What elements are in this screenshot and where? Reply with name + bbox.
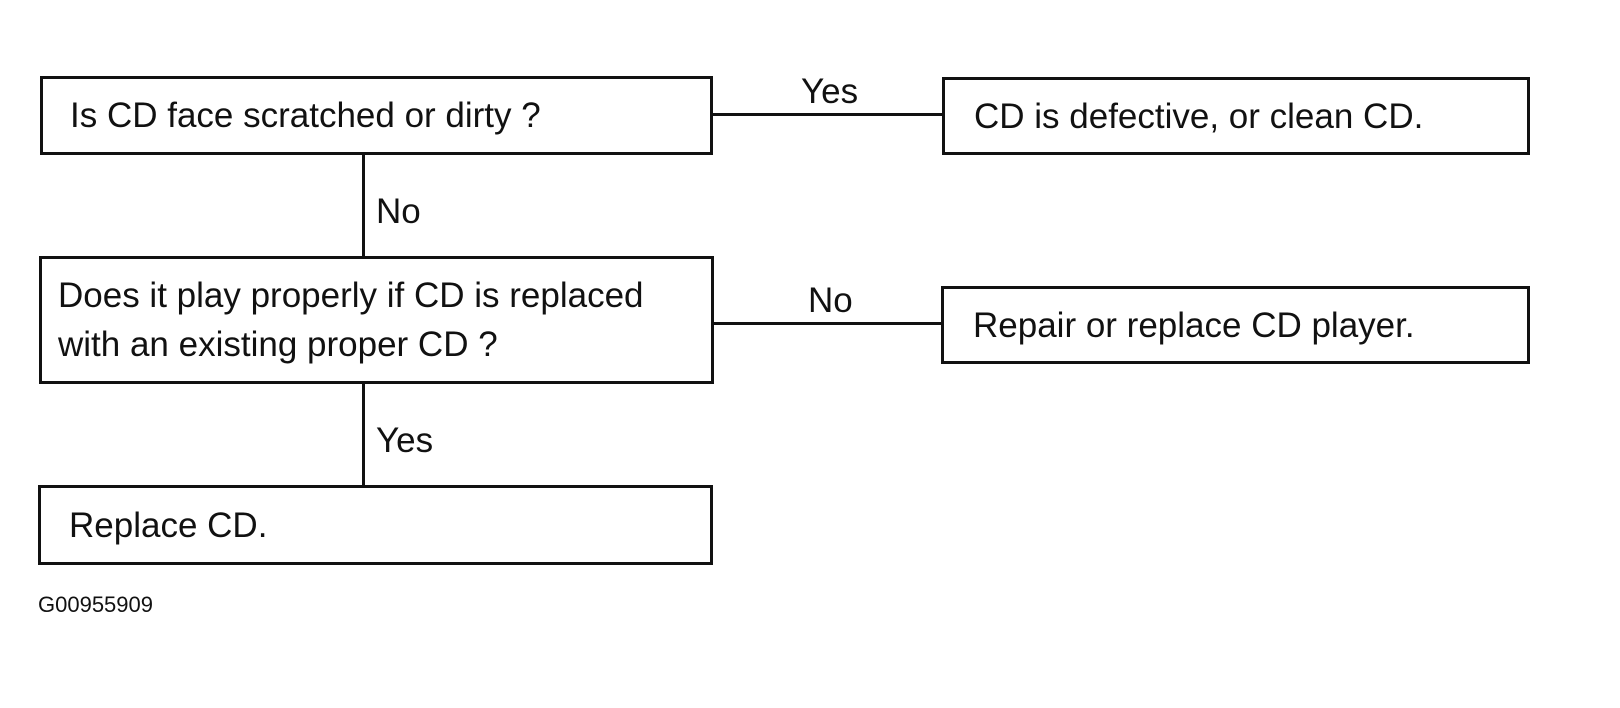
connector-q1-to-q2 — [362, 155, 365, 256]
edge-label-no-q2-r2: No — [808, 281, 853, 320]
decision-box-play-properly-text: Does it play properly if CD is replaced … — [58, 271, 644, 369]
result-box-repair-player: Repair or replace CD player. — [941, 286, 1530, 364]
edge-label-no-q1-q2: No — [376, 192, 421, 231]
decision-box-cd-face-text: Is CD face scratched or dirty ? — [70, 96, 541, 135]
result-box-replace-cd: Replace CD. — [38, 485, 713, 565]
decision-box-play-properly-line1: Does it play properly if CD is replaced — [58, 276, 644, 315]
edge-label-yes-q2-r3: Yes — [376, 421, 434, 460]
result-box-cd-defective: CD is defective, or clean CD. — [942, 77, 1530, 155]
result-box-repair-player-text: Repair or replace CD player. — [973, 305, 1415, 345]
decision-box-play-properly-line2: with an existing proper CD ? — [58, 325, 498, 364]
connector-q1-to-r1 — [713, 113, 942, 116]
connector-q2-to-r3 — [362, 384, 365, 485]
connector-q2-to-r2 — [714, 322, 941, 325]
result-box-replace-cd-text: Replace CD. — [69, 505, 268, 545]
result-box-cd-defective-text: CD is defective, or clean CD. — [974, 96, 1424, 136]
decision-box-play-properly: Does it play properly if CD is replaced … — [39, 256, 714, 384]
figure-id: G00955909 — [38, 592, 153, 617]
edge-label-yes-q1-r1: Yes — [801, 72, 859, 111]
decision-box-cd-face: Is CD face scratched or dirty ? — [40, 76, 713, 155]
